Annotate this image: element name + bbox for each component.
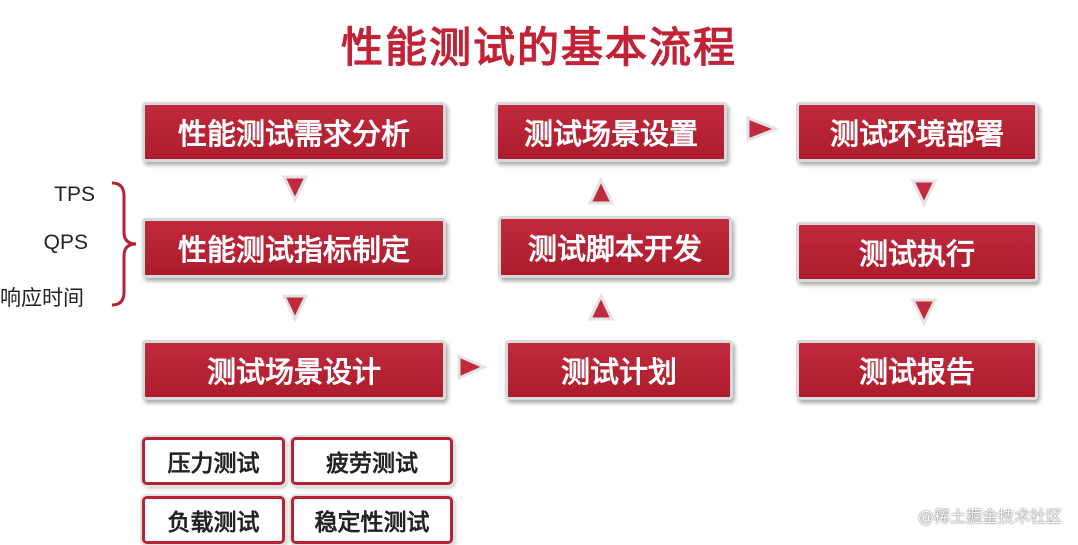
step-script-development: 测试脚本开发 bbox=[498, 216, 732, 278]
arrow-down-icon bbox=[281, 294, 309, 322]
step-environment-deployment: 测试环境部署 bbox=[796, 102, 1038, 162]
metric-label-response-time: 响应时间 bbox=[0, 287, 84, 310]
arrow-down-icon bbox=[910, 298, 938, 326]
arrow-right-icon bbox=[457, 353, 487, 381]
step-requirements-analysis: 性能测试需求分析 bbox=[142, 102, 446, 162]
step-test-report: 测试报告 bbox=[796, 340, 1038, 400]
test-type-stress: 压力测试 bbox=[142, 437, 285, 485]
arrow-down-icon bbox=[910, 179, 938, 207]
arrow-right-icon bbox=[746, 115, 780, 143]
test-type-load: 负载测试 bbox=[142, 496, 285, 544]
arrow-up-icon bbox=[587, 177, 615, 205]
metric-label-tps: TPS bbox=[54, 183, 95, 206]
test-type-fatigue: 疲劳测试 bbox=[291, 437, 453, 485]
watermark: @稀土掘金技术社区 bbox=[917, 507, 1062, 526]
curly-brace-icon bbox=[111, 181, 137, 307]
arrow-up-icon bbox=[587, 293, 615, 321]
arrow-down-icon bbox=[281, 175, 309, 203]
step-scenario-setup: 测试场景设置 bbox=[495, 102, 727, 162]
test-type-stability: 稳定性测试 bbox=[291, 496, 453, 544]
metric-label-qps: QPS bbox=[43, 231, 88, 254]
step-metrics-definition: 性能测试指标制定 bbox=[142, 218, 446, 278]
step-test-plan: 测试计划 bbox=[505, 340, 733, 400]
step-scenario-design: 测试场景设计 bbox=[142, 340, 446, 400]
page-title: 性能测试的基本流程 bbox=[340, 23, 737, 72]
step-test-execution: 测试执行 bbox=[796, 222, 1038, 282]
